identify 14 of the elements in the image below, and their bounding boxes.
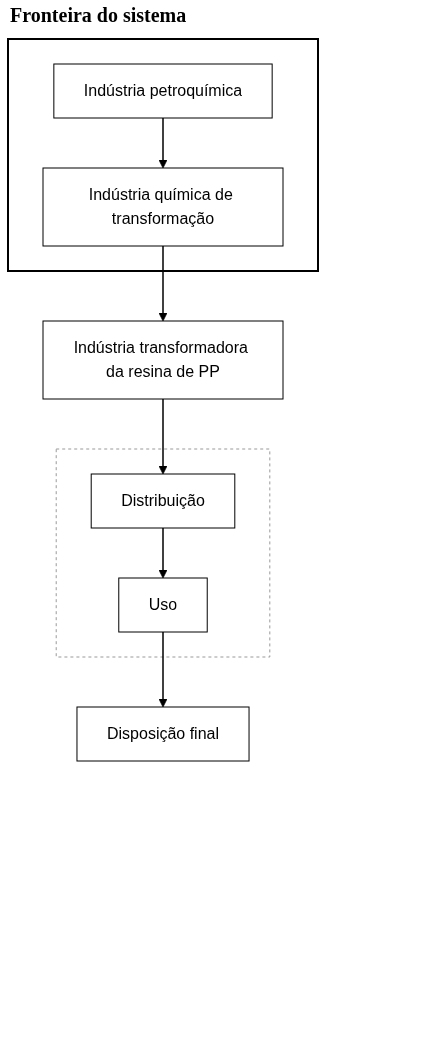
node-box: Indústria transformadora da resina de PP — [42, 320, 284, 400]
cluster — [55, 448, 271, 658]
arrow — [158, 527, 168, 579]
node-box: Uso — [118, 577, 208, 633]
node-box: Disposição final — [76, 706, 250, 762]
cluster — [7, 38, 319, 272]
node-box: Distribuição — [90, 473, 236, 529]
arrow — [158, 398, 168, 475]
arrow — [158, 631, 168, 708]
title: Fronteira do sistema — [10, 4, 188, 27]
node-box: Indústria petroquímica — [53, 63, 273, 119]
node-box: Indústria química de transformação — [42, 167, 284, 247]
arrow — [158, 117, 168, 169]
arrow — [158, 245, 168, 322]
